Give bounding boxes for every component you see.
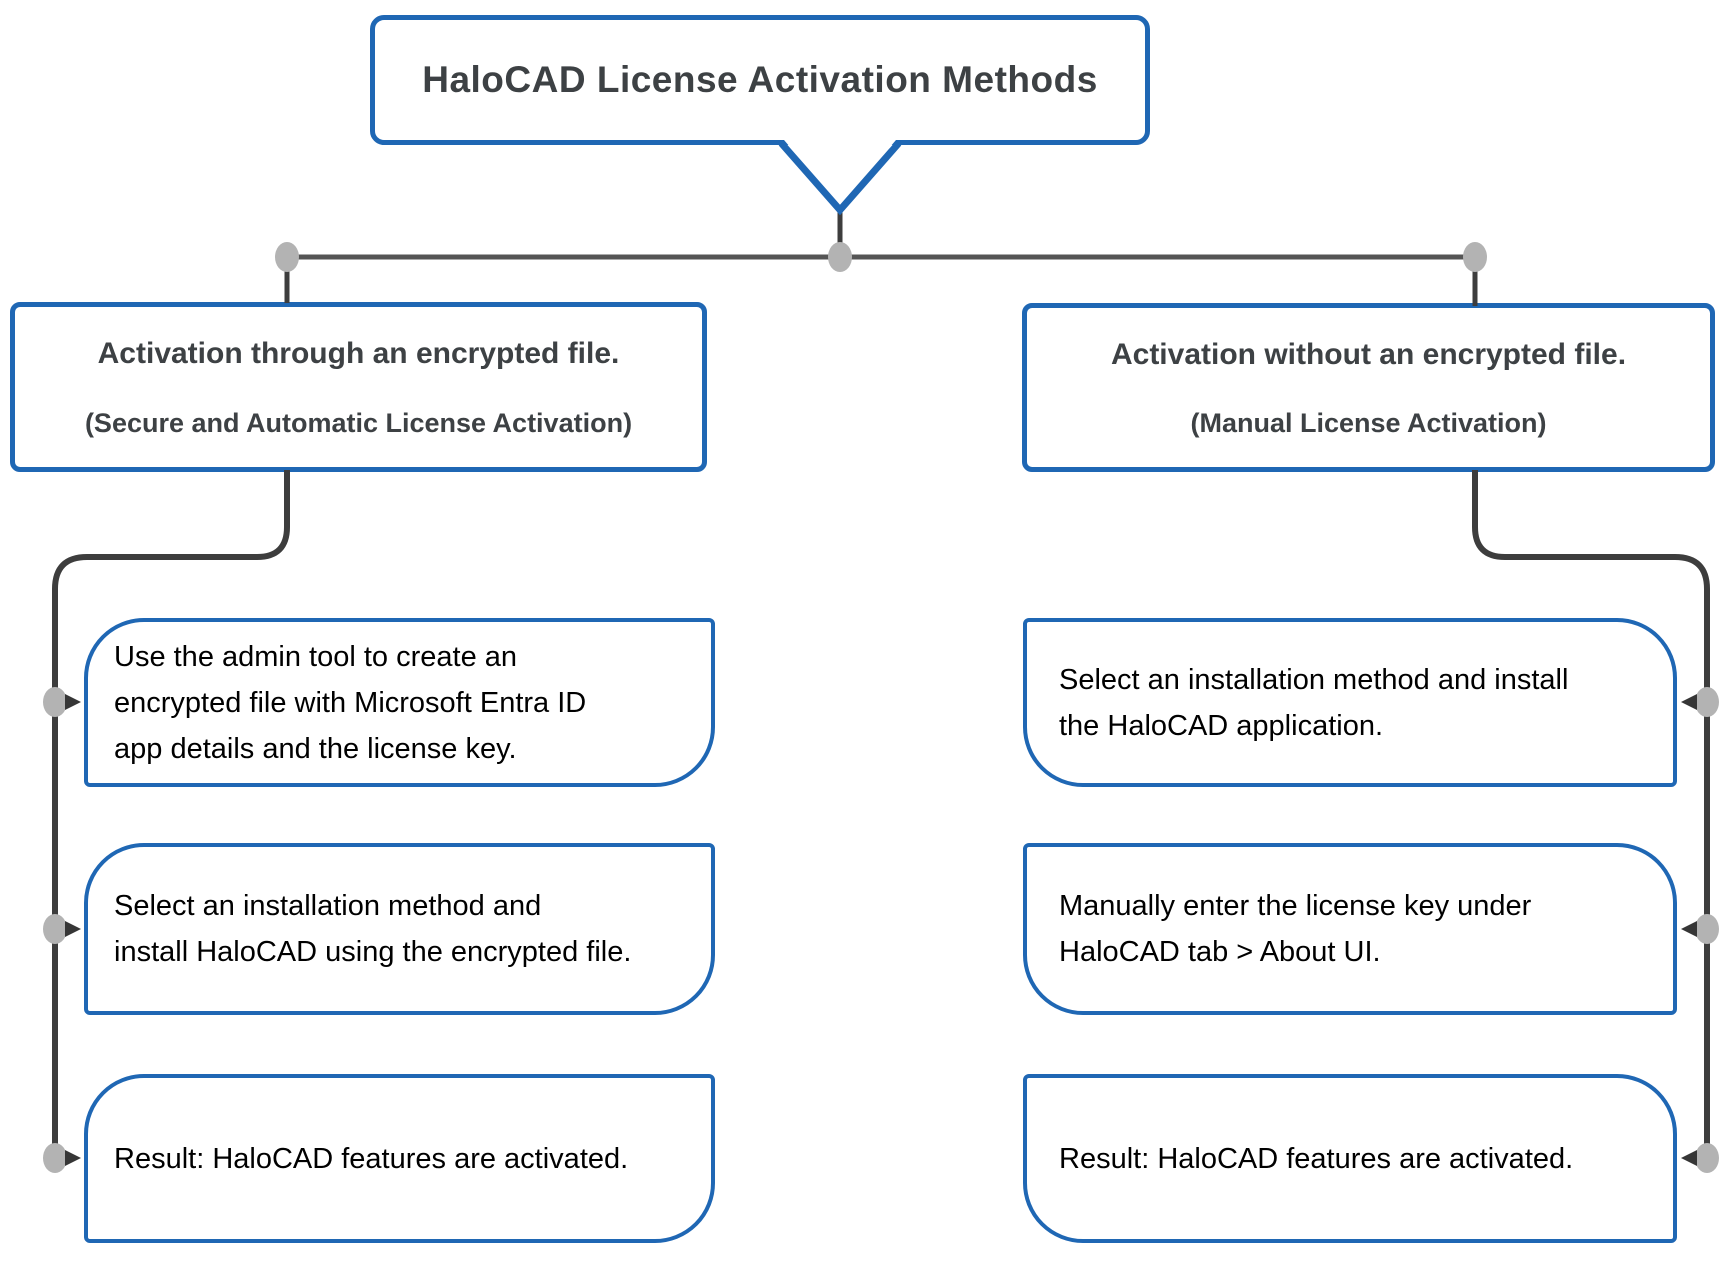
step-text-line: install HaloCAD using the encrypted file… (114, 936, 632, 968)
title-bubble: HaloCAD License Activation Methods (370, 15, 1150, 145)
step-text-line: the HaloCAD application. (1059, 709, 1384, 742)
step-dot (1695, 687, 1719, 717)
flow-arrow-icon (65, 694, 81, 710)
flow-arrow-icon (1681, 694, 1697, 710)
step-dot (1695, 1143, 1719, 1173)
flow-arrow-icon (65, 1150, 81, 1166)
branch-header-manual: Activation without an encrypted file. (M… (1022, 303, 1715, 472)
step-box-left-2: Select an installation method and instal… (84, 843, 715, 1015)
page-title: HaloCAD License Activation Methods (422, 59, 1098, 100)
step-dot (1695, 914, 1719, 944)
step-text-line: encrypted file with Microsoft Entra ID (114, 686, 587, 719)
step-box-right-2: Manually enter the license key under Hal… (1023, 843, 1677, 1015)
step-text-line: Result: HaloCAD features are activated. (114, 1142, 629, 1175)
branch-header-encrypted-file: Activation through an encrypted file. (S… (10, 302, 707, 472)
branch-subheading: (Secure and Automatic License Activation… (84, 408, 633, 438)
step-box-right-1: Select an installation method and instal… (1023, 618, 1677, 787)
step-text-line: app details and the license key. (114, 732, 517, 765)
title-pointer (778, 140, 902, 216)
step-box-left-3: Result: HaloCAD features are activated. (84, 1074, 715, 1243)
step-text-line: Select an installation method and (114, 890, 542, 922)
step-box-right-3: Result: HaloCAD features are activated. (1023, 1074, 1677, 1243)
junction-dot (1463, 242, 1487, 272)
branch-heading: Activation through an encrypted file. (97, 337, 620, 370)
step-dot (43, 914, 67, 944)
step-text-line: Manually enter the license key under (1059, 890, 1532, 922)
branch-subheading: (Manual License Activation) (1190, 408, 1547, 438)
step-dot (43, 1143, 67, 1173)
step-text-line: Select an installation method and instal… (1059, 663, 1569, 696)
title-pointer-notch (784, 140, 896, 205)
junction-dot (275, 242, 299, 272)
flow-arrow-icon (1681, 1150, 1697, 1166)
right-spine-connector (1472, 470, 1710, 1158)
step-text-line: HaloCAD tab > About UI. (1059, 936, 1381, 968)
step-dot (43, 687, 67, 717)
flow-arrow-icon (1681, 921, 1697, 937)
step-text-line: Use the admin tool to create an (114, 640, 518, 673)
step-text-line: Result: HaloCAD features are activated. (1059, 1142, 1574, 1175)
flow-arrow-icon (65, 921, 81, 937)
branch-heading: Activation without an encrypted file. (1110, 338, 1627, 371)
junction-dot (828, 242, 852, 272)
left-spine-connector (52, 470, 290, 1158)
step-box-left-1: Use the admin tool to create an encrypte… (84, 618, 715, 787)
